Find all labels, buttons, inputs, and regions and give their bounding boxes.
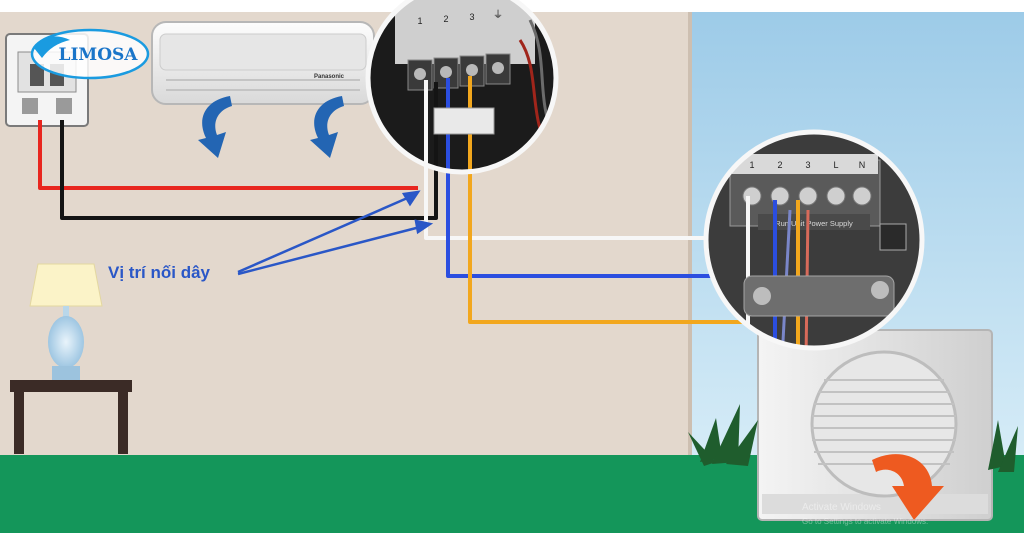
lamp <box>29 263 103 380</box>
ac-brand-label: Panasonic <box>314 74 345 80</box>
indoor-ac-unit: Panasonic <box>151 21 375 105</box>
plant-right <box>988 420 1018 472</box>
outdoor-airflow-arrow-icon <box>872 454 944 520</box>
indoor-terminal-label-ground: ⏚ <box>493 9 503 21</box>
side-table <box>10 380 132 454</box>
annotation-label: Vị trí nối dây <box>108 263 211 282</box>
watermark-line-2: Go to Settings to activate Windows. <box>802 517 928 526</box>
red-wire <box>38 120 418 190</box>
outdoor-terminal-label-L: L <box>833 160 838 170</box>
outdoor-terminal-plate-text: Run Unit Power Supply <box>775 219 853 228</box>
annotation-pointer-icon <box>237 190 434 276</box>
outdoor-terminal-label-3: 3 <box>805 160 810 170</box>
indoor-terminal-label-3: 3 <box>469 12 474 22</box>
outdoor-terminal-label-2: 2 <box>777 160 782 170</box>
indoor-terminal-closeup: 1 2 3 ⏚ <box>365 0 559 175</box>
plant-left <box>688 404 758 466</box>
outdoor-terminal-label-1: 1 <box>749 160 754 170</box>
limosa-logo: LIMOSA <box>30 28 150 80</box>
watermark-line-1: Activate Windows <box>802 502 881 513</box>
outdoor-terminal-block <box>742 186 872 206</box>
outdoor-ac-unit <box>757 329 993 521</box>
outdoor-terminal-label-N: N <box>859 160 866 170</box>
airflow-arrow-icon <box>198 96 344 158</box>
logo-text: LIMOSA <box>59 45 139 65</box>
indoor-terminal-label-2: 2 <box>443 14 448 24</box>
indoor-terminal-label-1: 1 <box>417 16 422 26</box>
fan-grille <box>810 350 958 498</box>
